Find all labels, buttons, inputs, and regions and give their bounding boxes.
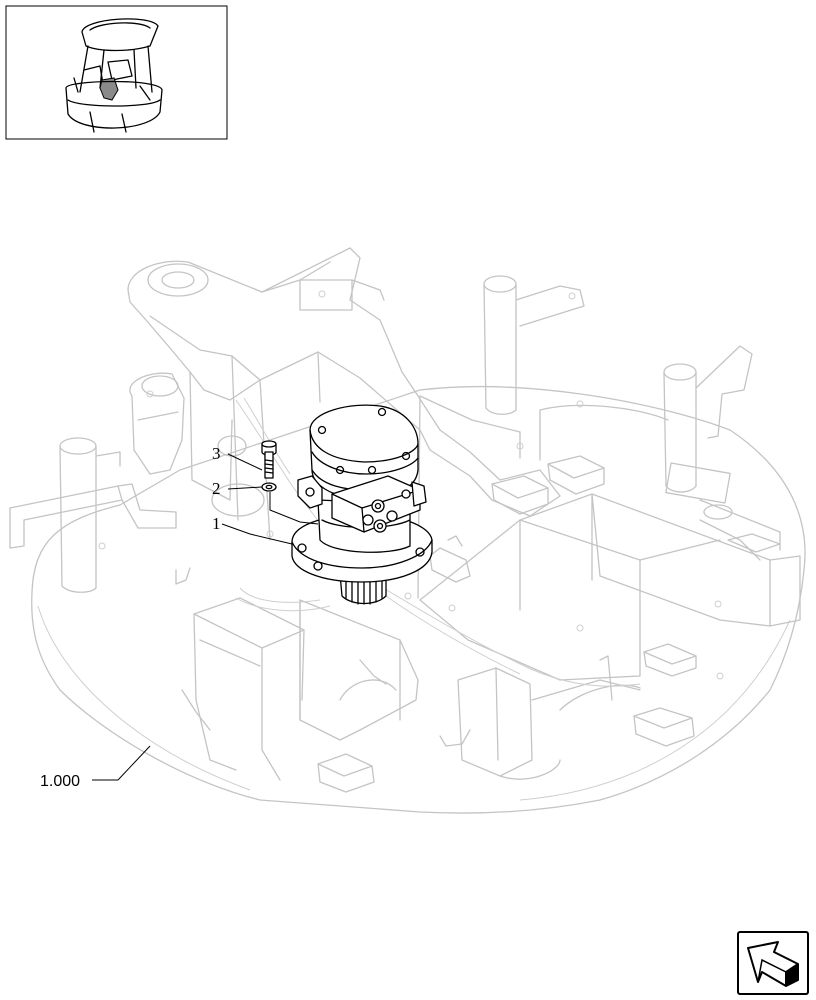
machine-overview-thumbnail[interactable]	[5, 5, 228, 140]
callout-item-3[interactable]: 3	[212, 444, 221, 463]
return-arrow-icon[interactable]	[737, 931, 809, 995]
swing-motor-assembly[interactable]	[291, 404, 433, 605]
upper-frame-assembly	[9, 247, 806, 814]
thumbnail-machine-drawing	[65, 18, 163, 133]
swing-post-left	[129, 372, 185, 475]
callout-leaders	[92, 453, 319, 781]
callout-item-1[interactable]: 1	[212, 514, 221, 533]
mount-pads	[317, 455, 781, 793]
right-chassis-box	[591, 493, 801, 627]
front-right-tower	[457, 667, 533, 777]
front-left-tower	[193, 597, 305, 649]
column-rear	[483, 275, 585, 415]
frame-base-plate	[31, 386, 806, 814]
callout-item-2[interactable]: 2	[212, 479, 221, 498]
washer-part[interactable]	[261, 482, 277, 492]
boom-swing-bracket	[127, 247, 561, 517]
column-left	[59, 437, 121, 593]
bolt-part[interactable]	[261, 440, 277, 479]
callout-frame-ref[interactable]: 1.000	[40, 773, 80, 790]
